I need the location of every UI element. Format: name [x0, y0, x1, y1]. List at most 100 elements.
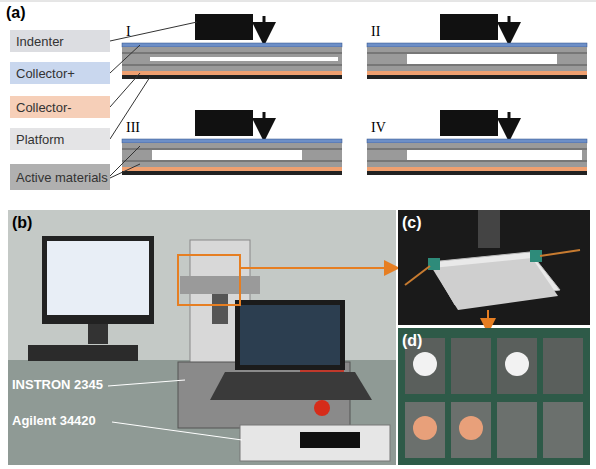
indenter-block	[195, 110, 253, 136]
gap	[407, 54, 557, 64]
schematic-stage-1	[122, 14, 342, 79]
highlight-box	[178, 255, 240, 305]
layer-edge	[122, 65, 342, 66]
indenter	[478, 210, 500, 248]
active-material-layer	[122, 143, 342, 167]
instrument-label: INSTRON 2345	[12, 378, 103, 392]
legend-swatch: Indenter	[10, 30, 110, 52]
laptop-lid	[235, 300, 345, 370]
indenter-rod	[212, 294, 228, 324]
pouch-stack	[432, 258, 558, 310]
photo-background	[398, 210, 590, 325]
monitor-frame	[42, 236, 154, 324]
electrode-sheet	[451, 402, 491, 458]
coated-disk	[413, 416, 437, 440]
zoom-arrow	[487, 310, 489, 326]
legend-swatch: Platform	[10, 128, 110, 150]
leader-lines	[110, 22, 197, 178]
active-material-layer	[367, 143, 587, 167]
legend-swatch: Active materials	[10, 164, 110, 190]
leader-line	[110, 164, 140, 178]
indenter-block	[195, 14, 253, 40]
gap	[152, 150, 302, 160]
gap	[150, 57, 338, 61]
electrode-sheet	[451, 338, 491, 394]
schematic-stage-2	[367, 14, 587, 79]
test-bench-photo	[8, 210, 396, 465]
indenter-block	[440, 14, 498, 40]
laptop-screen	[240, 305, 340, 365]
legend-text: Active materials	[16, 170, 108, 185]
collector-positive-layer	[122, 43, 342, 47]
layer-edge	[122, 149, 342, 150]
schematic-stage-3	[122, 110, 342, 175]
stage-number: II	[371, 24, 380, 39]
platform-layer	[122, 75, 342, 79]
panel-letter: (a)	[6, 4, 26, 22]
gap	[407, 150, 582, 160]
collector-negative-layer	[122, 167, 342, 171]
sample-photo	[398, 210, 590, 326]
multimeter	[240, 425, 390, 461]
leader-line	[110, 45, 140, 73]
zoom-arrow	[240, 267, 392, 269]
legend-text: Collector-	[16, 100, 72, 115]
schematic-stage-4	[367, 110, 587, 175]
multimeter-display	[300, 432, 360, 448]
wire	[540, 250, 580, 256]
wire	[405, 266, 430, 285]
electrode-sheet	[543, 338, 583, 394]
monitor-screen	[47, 241, 149, 315]
legend-swatch: Collector-	[10, 96, 110, 118]
load-arrow	[508, 112, 511, 130]
leader-line	[110, 77, 150, 139]
coated-disk	[413, 352, 437, 376]
bench-top	[8, 360, 396, 465]
legend-text: Indenter	[16, 34, 64, 49]
electrode-sheet	[405, 402, 445, 458]
platform-layer	[122, 171, 342, 175]
clip	[428, 258, 440, 270]
panel-letter: (b)	[12, 214, 32, 232]
indenter-block	[440, 110, 498, 136]
keyboard	[28, 345, 138, 361]
stage-number: I	[126, 24, 131, 39]
collector-positive-layer	[367, 139, 587, 143]
legend-swatch: Collector+	[10, 62, 110, 84]
collector-positive-layer	[367, 43, 587, 47]
collector-negative-layer	[367, 167, 587, 171]
crosshead	[180, 276, 260, 294]
layer-edge	[367, 161, 587, 162]
collector-negative-layer	[122, 71, 342, 75]
active-material-layer	[367, 47, 587, 71]
photo-background	[398, 328, 590, 465]
leader-line	[110, 22, 197, 41]
legend-text: Platform	[16, 132, 64, 147]
laptop-keyboard	[210, 372, 372, 400]
leader-line	[108, 380, 185, 386]
panel-letter: (c)	[402, 214, 422, 232]
leader-line	[112, 422, 242, 440]
load-arrow	[508, 16, 511, 34]
electrode-sheet	[497, 402, 537, 458]
active-material-layer	[122, 47, 342, 71]
coated-disk	[505, 352, 529, 376]
coated-disk	[459, 416, 483, 440]
leader-line	[110, 73, 140, 107]
electrode-sheet	[497, 338, 537, 394]
panel-letter: (d)	[402, 332, 422, 350]
top-rule	[0, 1, 596, 2]
instrument-label: Agilent 34420	[12, 414, 96, 428]
load-arrow	[263, 16, 266, 34]
wall	[8, 210, 396, 465]
layer-edge	[367, 65, 587, 66]
layer-edge	[367, 149, 587, 150]
layer-edge	[367, 53, 587, 54]
layer-edge	[122, 53, 342, 54]
stop-button	[314, 400, 330, 416]
collector-negative-layer	[367, 71, 587, 75]
electrode-photo	[398, 328, 590, 465]
legend-text: Collector+	[16, 66, 75, 81]
